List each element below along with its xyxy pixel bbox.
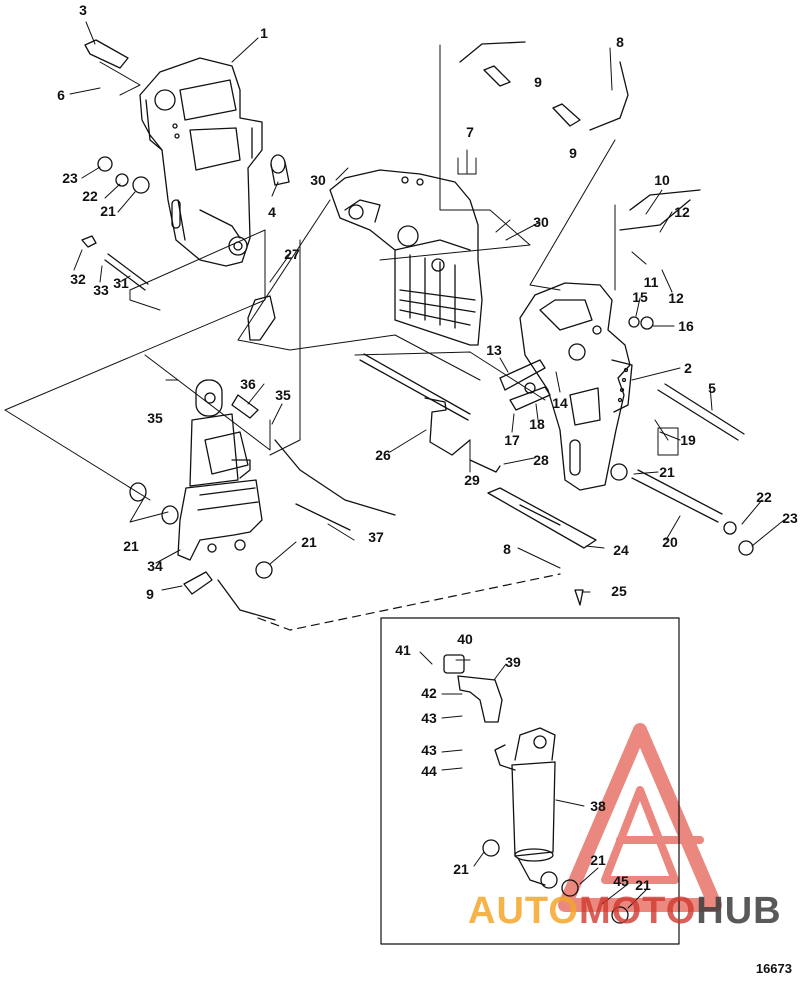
- callout-18: 18: [529, 416, 545, 432]
- callout-43-lower: 43: [421, 742, 437, 758]
- dashed-connector: [257, 573, 561, 631]
- callout-21-upper-left: 21: [100, 203, 116, 219]
- figure-number: 16673: [755, 961, 792, 976]
- callout-2: 2: [684, 360, 692, 376]
- assembly-outline-lines: [4, 44, 679, 501]
- callout-41: 41: [395, 642, 411, 658]
- leader-lines: [69, 21, 785, 909]
- callout-12-upper: 12: [674, 204, 690, 220]
- callout-17: 17: [504, 432, 520, 448]
- callout-44: 44: [421, 763, 437, 779]
- watermark-part-moto: MOTO: [578, 890, 697, 932]
- tilt-lock-bracket: [247, 295, 276, 341]
- callout-32: 32: [70, 271, 86, 287]
- callout-45: 45: [613, 873, 629, 889]
- mounting-block: [443, 654, 465, 674]
- callout-29: 29: [464, 472, 480, 488]
- callout-10: 10: [654, 172, 670, 188]
- callout-30-right: 30: [533, 214, 549, 230]
- callout-27: 27: [284, 246, 300, 262]
- callout-42: 42: [421, 685, 437, 701]
- callout-8-bottom: 8: [503, 541, 511, 557]
- callout-30-left: 30: [310, 172, 326, 188]
- tilt-lock-lever: [424, 397, 471, 456]
- callout-43-upper: 43: [421, 710, 437, 726]
- callout-19: 19: [680, 432, 696, 448]
- callout-11: 11: [643, 274, 659, 290]
- callout-21-inset-right: 21: [635, 877, 651, 893]
- cylinder-bracket: [457, 675, 503, 723]
- callout-23-right: 23: [782, 510, 798, 526]
- callout-31: 31: [113, 275, 129, 291]
- callout-21-inset-middle: 21: [590, 852, 606, 868]
- callout-13: 13: [486, 342, 502, 358]
- callout-25: 25: [611, 583, 627, 599]
- callout-1: 1: [260, 25, 268, 41]
- callout-28: 28: [533, 452, 549, 468]
- bolts: [81, 39, 584, 606]
- callout-40: 40: [457, 631, 473, 647]
- callout-35-right: 35: [275, 387, 291, 403]
- callout-21-center: 21: [301, 534, 317, 550]
- callout-4: 4: [268, 204, 276, 220]
- transom-bracket-left: [139, 57, 263, 267]
- callout-7: 7: [466, 124, 474, 140]
- callout-9-bottom: 9: [146, 586, 154, 602]
- watermark-part-hub: HUB: [696, 890, 782, 932]
- ground-wires: [217, 41, 701, 621]
- callout-37: 37: [368, 529, 384, 545]
- callout-34: 34: [147, 558, 163, 574]
- callout-39: 39: [505, 654, 521, 670]
- trim-cylinder: [494, 727, 556, 886]
- watermark-triangle-logo: [558, 723, 722, 912]
- watermark-part-auto: AUTO: [468, 890, 579, 932]
- callout-24: 24: [613, 542, 629, 558]
- callout-16: 16: [678, 318, 694, 334]
- callout-22-right: 22: [756, 489, 772, 505]
- callout-21-right: 21: [659, 464, 675, 480]
- tilt-cylinder-assembly: [177, 379, 263, 561]
- callout-21-inset-left: 21: [453, 861, 469, 877]
- callout-33: 33: [93, 282, 109, 298]
- transom-bracket-right: [519, 282, 633, 491]
- callout-38: 38: [590, 798, 606, 814]
- callout-26: 26: [375, 447, 391, 463]
- callout-8-top: 8: [616, 34, 624, 50]
- callout-20: 20: [662, 534, 678, 550]
- callout-36: 36: [240, 376, 256, 392]
- callout-14: 14: [552, 395, 568, 411]
- bushings: [97, 154, 754, 924]
- callout-21-left: 21: [123, 538, 139, 554]
- anode-plate-slot: [519, 504, 561, 526]
- watermark-wordmark: AUTOMOTOHUB: [468, 892, 782, 930]
- callout-23-left: 23: [62, 170, 78, 186]
- callout-12-lower: 12: [668, 290, 684, 306]
- callout-15: 15: [632, 289, 648, 305]
- callout-9-middle: 9: [569, 145, 577, 161]
- swivel-bracket: [329, 169, 483, 346]
- callout-6: 6: [57, 87, 65, 103]
- pins: [359, 353, 745, 523]
- callout-35-left: 35: [147, 410, 163, 426]
- callout-3: 3: [79, 2, 87, 18]
- callout-9-top: 9: [534, 74, 542, 90]
- callout-22-left: 22: [82, 188, 98, 204]
- inset-frame: [380, 617, 680, 945]
- anode-plate: [487, 487, 597, 549]
- callout-5: 5: [708, 380, 716, 396]
